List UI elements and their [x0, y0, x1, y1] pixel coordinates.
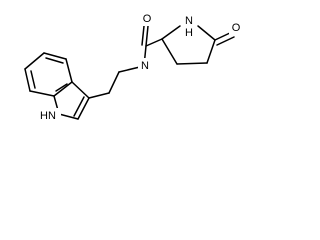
bond-ring-c4-c3 — [176, 62, 208, 65]
bond-ring-n-c5 — [197, 25, 216, 41]
atom-label-amide-n: N — [141, 60, 149, 72]
bond-benzene-c6-c5 — [24, 52, 45, 70]
atom-label-lactam-o: O — [232, 22, 241, 34]
bond-ch2-ch2 — [108, 71, 120, 94]
bond-benzene-c7-c6-double — [30, 70, 36, 89]
molecule-structure-diagram: O N H O N HN — [24, 11, 242, 123]
bond-benzene-c3a-c7a — [53, 81, 73, 97]
bond-ring-c5-c4 — [206, 39, 216, 64]
bond-indole-c3-c2-double — [73, 96, 85, 117]
bond-amide-c-c2 — [145, 38, 163, 47]
atom-bg-amide-n — [138, 58, 152, 74]
bond-indole-c3-c2 — [77, 97, 90, 120]
atom-bg-indole-n — [37, 108, 61, 123]
bond-ring-c2-n — [161, 25, 181, 40]
atom-label-amide-o: O — [143, 13, 152, 25]
bond-indole-c3-c3a — [71, 81, 90, 99]
atom-bg-amide-o — [141, 11, 154, 26]
bond-benzene-c3a-c7a-double — [55, 83, 68, 92]
bond-indole-c2-n1 — [58, 113, 79, 120]
bond-benzene-c4-c3a — [65, 58, 73, 83]
bond-amide-c-o-double — [141, 25, 145, 46]
atom-bg-lactam-o — [229, 21, 242, 36]
bond-benzene-c7-c6 — [24, 68, 31, 92]
bond-benzene-c5-c4-double — [45, 57, 64, 64]
atom-label-ring-h: H — [185, 27, 193, 39]
bond-benzene-c7a-c7 — [29, 90, 55, 97]
bond-amide-c-o — [145, 25, 149, 47]
bond-benzene-c5-c4 — [43, 52, 67, 60]
bond-ch2-indole-c3 — [88, 92, 110, 99]
bond-ring-c3-c2 — [161, 38, 178, 65]
atom-label-ring-n: N — [185, 15, 193, 27]
atom-label-indole-n: HN — [40, 110, 56, 122]
atom-bg-ring-n — [182, 15, 196, 39]
bond-lactam-c5-o-double — [216, 36, 235, 46]
